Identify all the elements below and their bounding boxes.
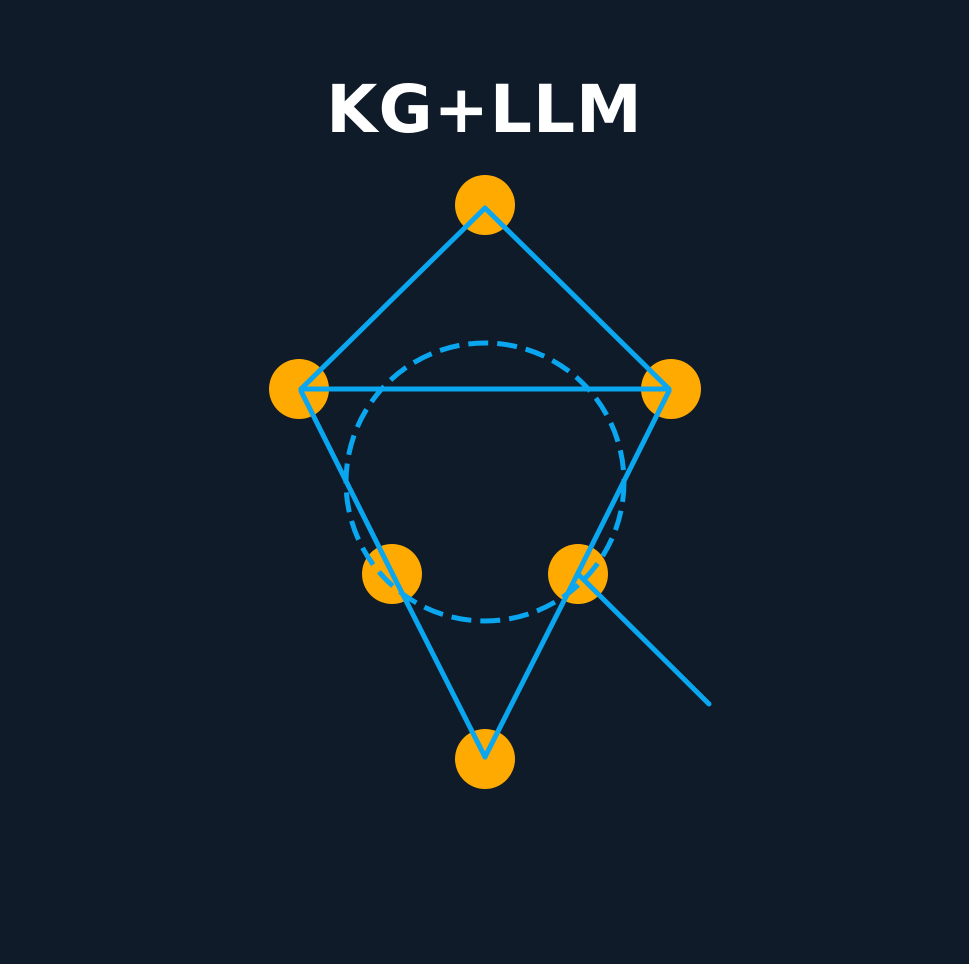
edge-midleft-bottom [391, 574, 488, 760]
edge-left-midleft [298, 388, 397, 580]
edge-top-left [298, 205, 488, 392]
diagram-title: KG+LLM [326, 71, 643, 148]
edge-midright-tail [575, 571, 712, 707]
node-group [269, 175, 701, 789]
edge-right-midright [573, 388, 672, 580]
edge-midright-bottom [482, 574, 579, 760]
edge-group [298, 205, 712, 760]
edge-top-right [482, 205, 672, 392]
